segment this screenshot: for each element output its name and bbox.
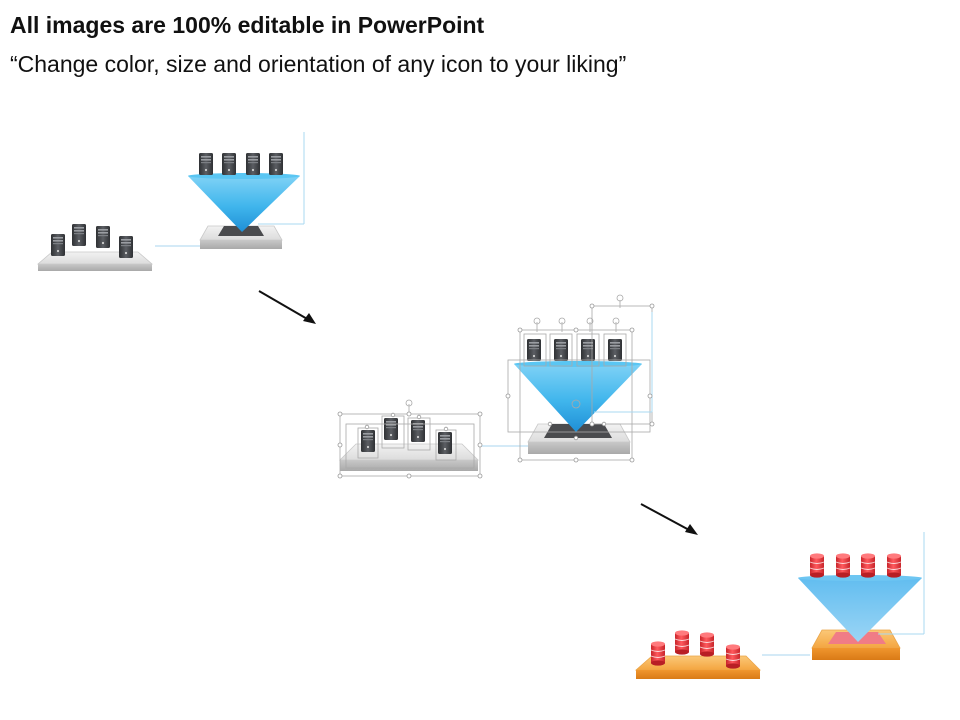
database-cylinder-icon: [835, 552, 851, 579]
server-icon: [246, 153, 260, 175]
database-cylinder-icon: [886, 552, 902, 579]
server-icon: [581, 339, 595, 361]
server-icon: [119, 236, 133, 258]
server-platform-left: [339, 443, 479, 471]
step-1-gray-servers: [36, 132, 305, 271]
step-3-red-databases: [634, 532, 925, 679]
database-cylinder-icon: [699, 631, 715, 658]
server-icon: [438, 432, 452, 454]
server-icon: [96, 226, 110, 248]
funnel-icon: [798, 578, 922, 642]
server-icon: [199, 153, 213, 175]
database-cylinder-icon: [809, 552, 825, 579]
database-cylinder-icon: [725, 643, 741, 670]
server-icon: [608, 339, 622, 361]
server-icon: [411, 420, 425, 442]
funnel-icon: [514, 364, 642, 432]
funnel-platform: [199, 225, 283, 249]
server-icon: [527, 339, 541, 361]
server-icon: [554, 339, 568, 361]
selection-handles: [337, 411, 483, 479]
server-icon: [361, 430, 375, 452]
server-icon: [72, 224, 86, 246]
page-title: All images are 100% editable in PowerPoi…: [10, 12, 485, 38]
arrow-icon: [258, 290, 316, 324]
arrow-icon: [640, 503, 698, 535]
funnel-icon: [188, 176, 300, 232]
funnel-platform: [527, 423, 631, 454]
step-2-selected-servers: [337, 294, 655, 479]
server-icon: [51, 234, 65, 256]
server-icon: [222, 153, 236, 175]
server-icon: [384, 418, 398, 440]
server-icon: [269, 153, 283, 175]
database-cylinder-icon: [674, 629, 690, 656]
database-cylinder-icon: [650, 640, 666, 667]
page-subtitle: “Change color, size and orientation of a…: [10, 51, 627, 77]
database-cylinder-icon: [860, 552, 876, 579]
selection-handles: [505, 303, 655, 463]
